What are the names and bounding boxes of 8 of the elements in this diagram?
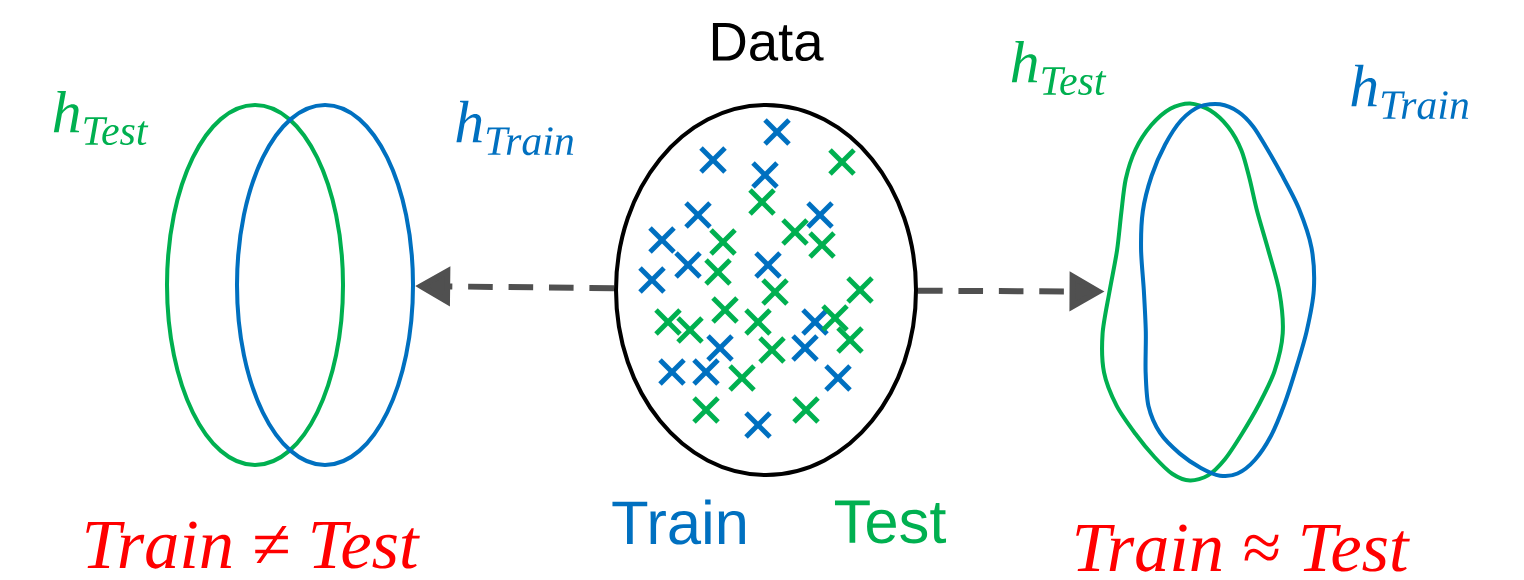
relation-label: Train ≈ Test: [1076, 524, 1410, 572]
node-label: h$_{Train}$: [1351, 64, 1469, 120]
relation-label: Train ≠ Test: [86, 521, 420, 569]
legend-text: Test: [835, 500, 946, 544]
node-label: h$_{Test}$: [53, 90, 149, 146]
node-label: Data: [712, 22, 824, 61]
node-label: h$_{Train}$: [456, 100, 574, 156]
node-label: h$_{Test}$: [1011, 40, 1107, 96]
